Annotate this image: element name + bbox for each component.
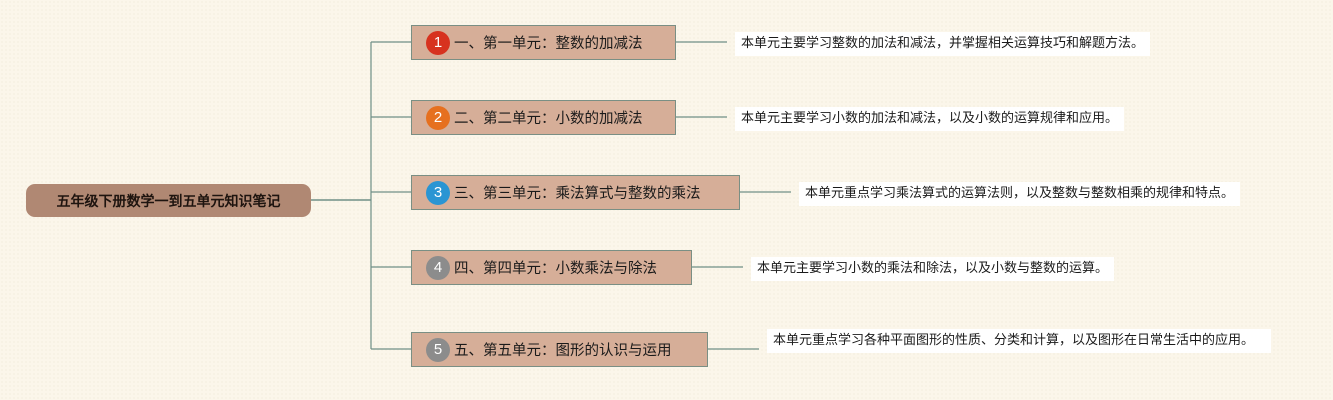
branch-unit-2[interactable]: 2 二、第二单元：小数的加减法 bbox=[411, 100, 676, 135]
desc-unit-4-text: 本单元主要学习小数的乘法和除法，以及小数与整数的运算。 bbox=[757, 261, 1109, 276]
desc-unit-4[interactable]: 本单元主要学习小数的乘法和除法，以及小数与整数的运算。 bbox=[751, 257, 1115, 281]
branch-unit-4-label: 四、第四单元：小数乘法与除法 bbox=[454, 261, 657, 277]
desc-unit-2[interactable]: 本单元主要学习小数的加法和减法，以及小数的运算规律和应用。 bbox=[735, 107, 1125, 131]
branch-unit-3-label: 三、第三单元：乘法算式与整数的乘法 bbox=[454, 186, 701, 202]
desc-unit-2-text: 本单元主要学习小数的加法和减法，以及小数的运算规律和应用。 bbox=[741, 111, 1119, 126]
number-badge-4-icon: 4 bbox=[426, 255, 450, 280]
branch-unit-4[interactable]: 4 四、第四单元：小数乘法与除法 bbox=[411, 250, 692, 285]
branch-unit-5[interactable]: 5 五、第五单元：图形的认识与运用 bbox=[411, 332, 708, 367]
number-badge-2-icon: 2 bbox=[426, 105, 450, 130]
branch-unit-2-label: 二、第二单元：小数的加减法 bbox=[454, 111, 643, 127]
root-topic-label: 五年级下册数学一到五单元知识笔记 bbox=[56, 193, 281, 210]
desc-unit-5-text: 本单元重点学习各种平面图形的性质、分类和计算，以及图形在日常生活中的应用。 bbox=[773, 333, 1255, 348]
desc-unit-1[interactable]: 本单元主要学习整数的加法和减法，并掌握相关运算技巧和解题方法。 bbox=[735, 32, 1151, 56]
desc-unit-5[interactable]: 本单元重点学习各种平面图形的性质、分类和计算，以及图形在日常生活中的应用。 bbox=[767, 329, 1271, 353]
branch-unit-5-label: 五、第五单元：图形的认识与运用 bbox=[454, 343, 672, 359]
root-topic[interactable]: 五年级下册数学一到五单元知识笔记 bbox=[26, 184, 311, 217]
desc-unit-3-text: 本单元重点学习乘法算式的运算法则，以及整数与整数相乘的规律和特点。 bbox=[805, 186, 1235, 201]
number-badge-3-icon: 3 bbox=[426, 180, 450, 205]
desc-unit-1-text: 本单元主要学习整数的加法和减法，并掌握相关运算技巧和解题方法。 bbox=[741, 36, 1145, 51]
number-badge-1-icon: 1 bbox=[426, 30, 450, 55]
desc-unit-3[interactable]: 本单元重点学习乘法算式的运算法则，以及整数与整数相乘的规律和特点。 bbox=[799, 182, 1241, 206]
branch-unit-3[interactable]: 3 三、第三单元：乘法算式与整数的乘法 bbox=[411, 175, 740, 210]
branch-unit-1[interactable]: 1 一、第一单元：整数的加减法 bbox=[411, 25, 676, 60]
branch-unit-1-label: 一、第一单元：整数的加减法 bbox=[454, 36, 643, 52]
number-badge-5-icon: 5 bbox=[426, 337, 450, 362]
